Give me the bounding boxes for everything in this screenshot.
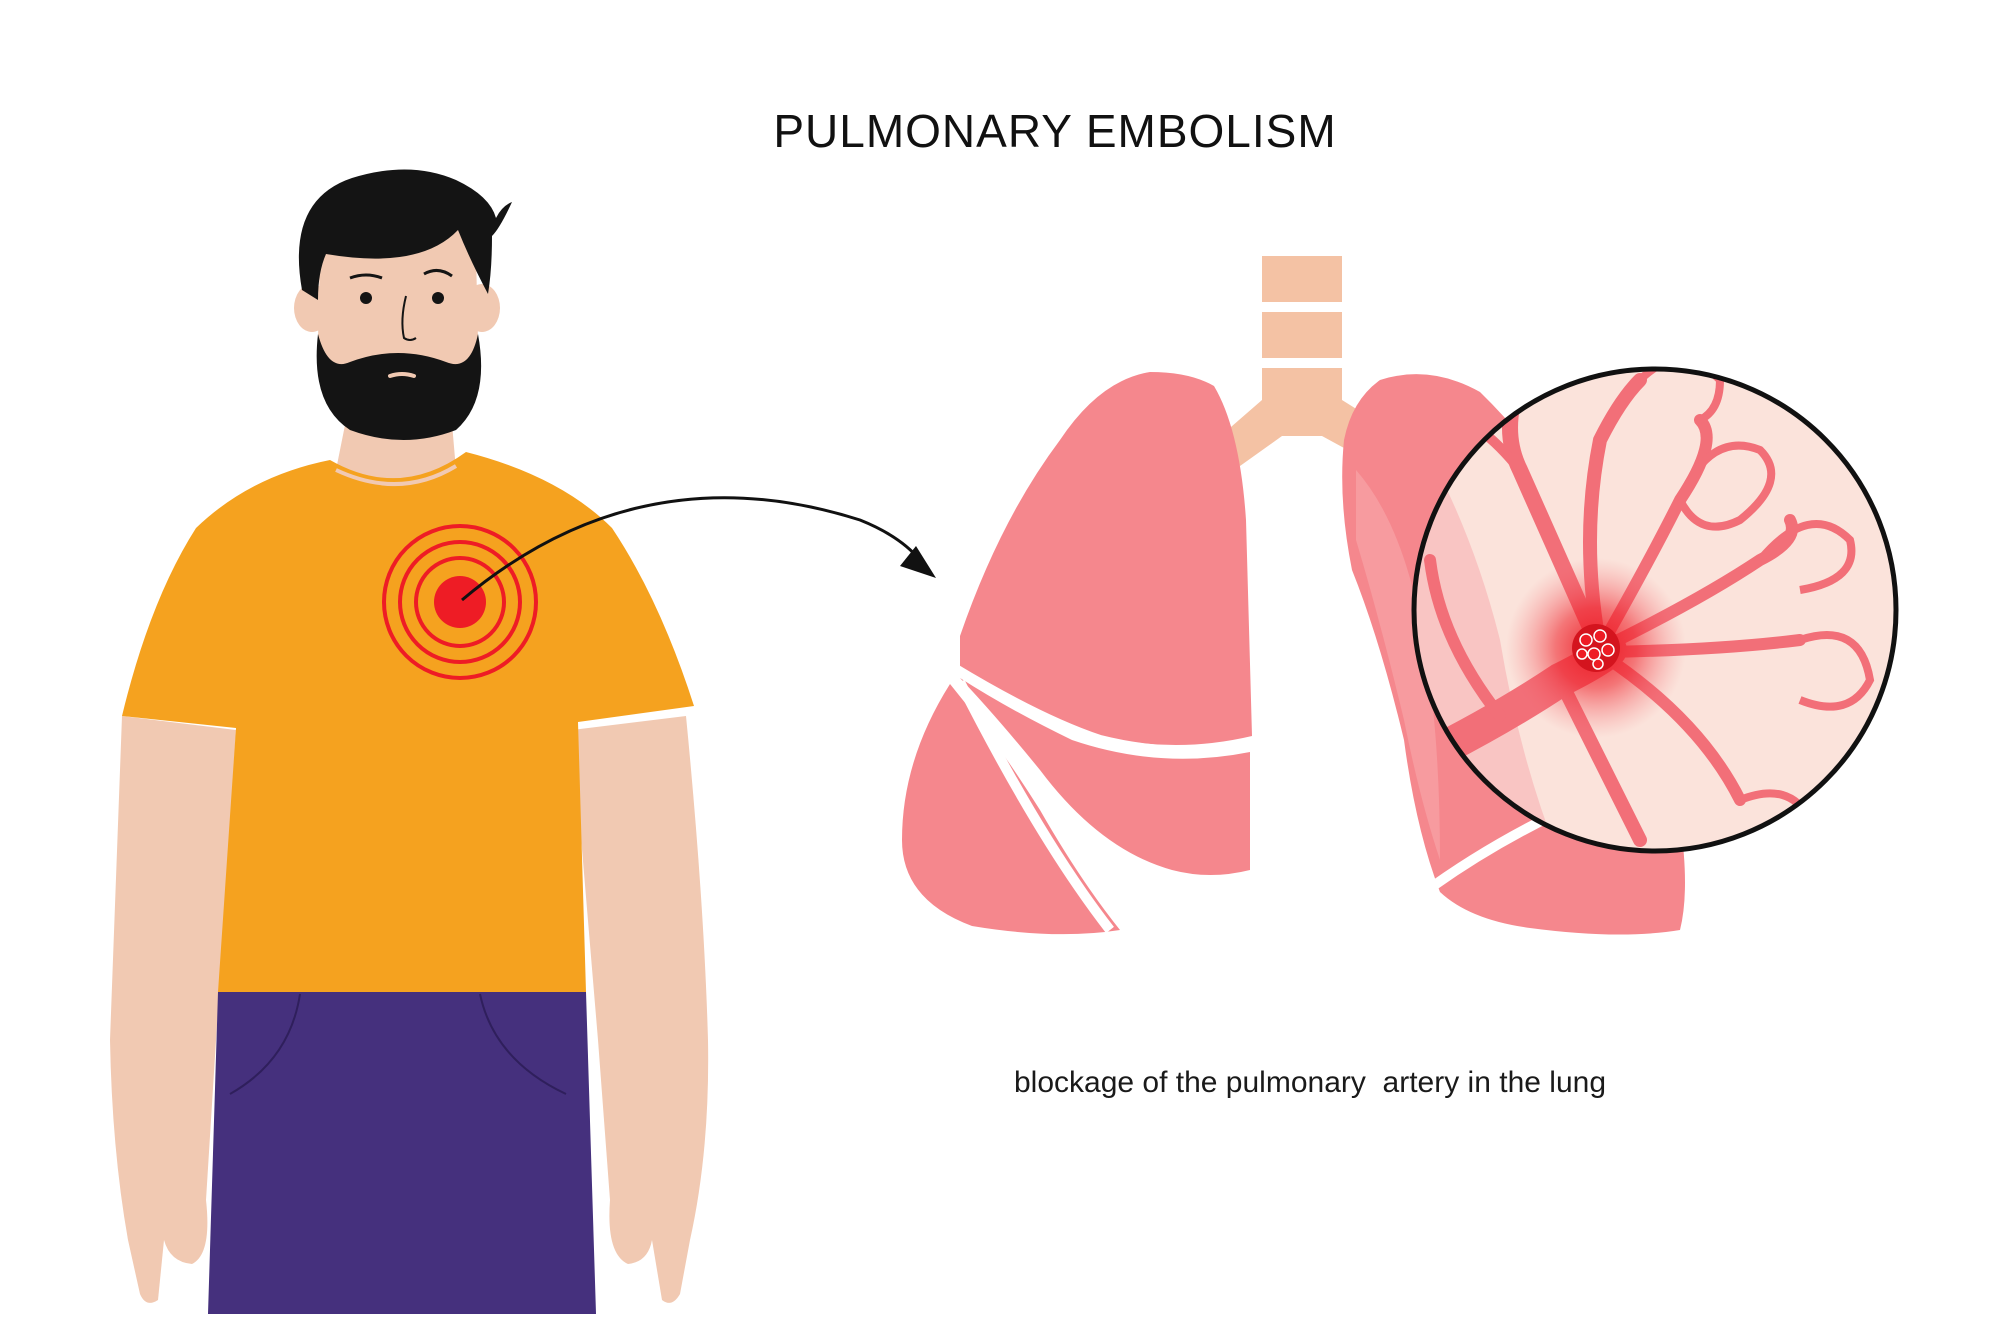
man-figure bbox=[110, 169, 709, 1314]
left-eye bbox=[360, 292, 372, 304]
pants bbox=[208, 992, 596, 1314]
right-lung-highlight bbox=[1356, 470, 1440, 860]
diagram-title: PULMONARY EMBOLISM bbox=[773, 105, 1337, 157]
pants-pocket-left bbox=[229, 993, 301, 1095]
left-lung-fissure bbox=[951, 663, 1256, 757]
left-lung-upper-lobe bbox=[960, 372, 1252, 745]
diagram-caption: blockage of the pulmonary artery in the … bbox=[1013, 1066, 1607, 1099]
lungs bbox=[902, 256, 1899, 935]
left-lung-middle-lobe bbox=[960, 678, 1250, 875]
mouth bbox=[388, 372, 416, 378]
artery-branch bbox=[1424, 554, 1506, 722]
magnifier-ring bbox=[1411, 366, 1899, 854]
left-arm bbox=[110, 716, 236, 1303]
trachea-ring bbox=[1262, 256, 1342, 302]
magnifier-circle bbox=[1411, 366, 1899, 854]
left-lung-fissure bbox=[955, 679, 1114, 934]
blood-clot-icon bbox=[1572, 624, 1620, 672]
artery-loop bbox=[1756, 520, 1856, 594]
head bbox=[294, 169, 512, 440]
right-arm bbox=[572, 716, 709, 1303]
pants-pocket-right bbox=[479, 993, 567, 1095]
pain-target-icon bbox=[382, 524, 538, 680]
trachea-ring bbox=[1262, 312, 1342, 358]
hair bbox=[298, 169, 512, 300]
right-eye bbox=[432, 292, 444, 304]
nose bbox=[401, 295, 417, 341]
artery-loop bbox=[1798, 631, 1875, 711]
beard bbox=[316, 334, 482, 440]
right-eyebrow bbox=[423, 269, 453, 278]
hair-curl bbox=[302, 213, 314, 293]
shirt-neckline bbox=[335, 464, 458, 486]
left-eyebrow bbox=[349, 273, 383, 280]
arrow-icon bbox=[461, 496, 936, 602]
artery-loop bbox=[1676, 441, 1776, 531]
shirt bbox=[122, 452, 694, 992]
